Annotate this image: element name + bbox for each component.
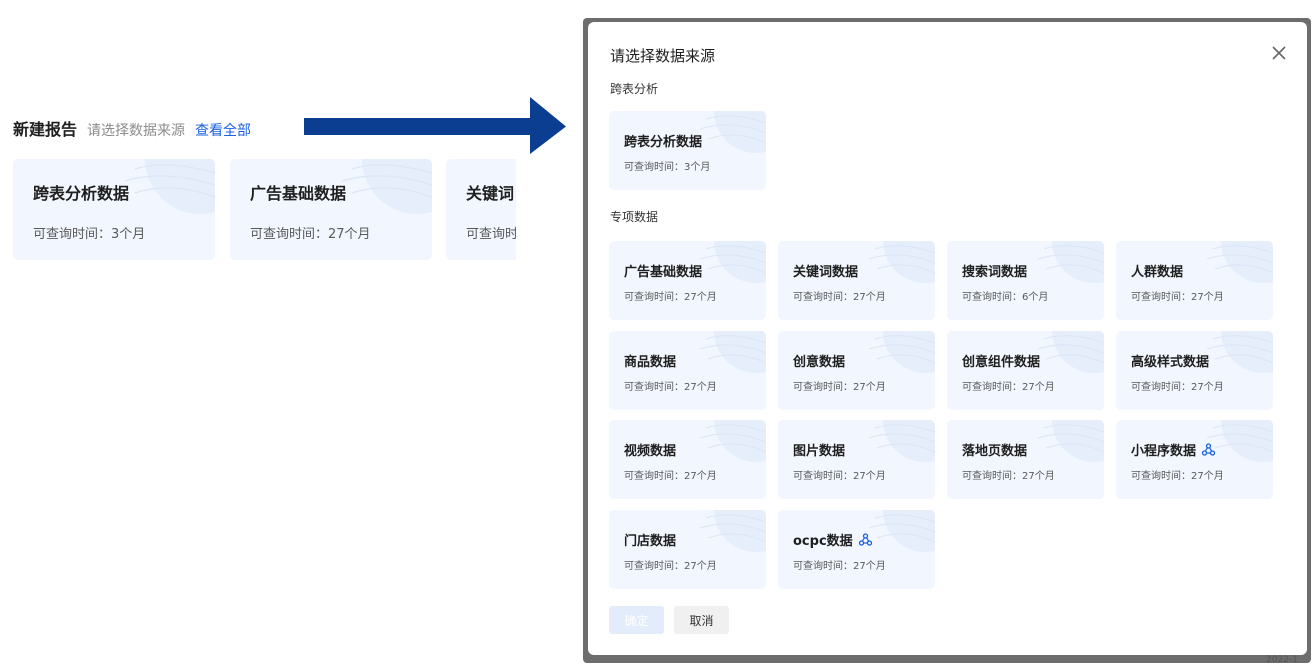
- card-title: 创意组件数据: [962, 351, 1040, 370]
- card-title: 视频数据: [624, 440, 676, 459]
- new-report-title: 新建报告: [13, 120, 78, 139]
- left-card-cross-analysis[interactable]: 跨表分析数据 可查询时间：3个月: [13, 159, 215, 260]
- card-title-text: 跨表分析数据: [624, 135, 703, 150]
- card-title-text: 搜索词数据: [962, 265, 1028, 280]
- wave-decoration-icon: [868, 241, 935, 283]
- card-meta: 可查询时间：27个月: [793, 292, 886, 303]
- card-title: 高级样式数据: [1131, 351, 1209, 370]
- card-meta: 可查询时间：3个月: [624, 162, 711, 173]
- card-title-text: 门店数据: [624, 533, 677, 549]
- card-meta: 可查询时间：27个月: [250, 227, 371, 242]
- data-source-card[interactable]: 视频数据可查询时间：27个月: [609, 420, 766, 499]
- left-card-keyword[interactable]: 关键词 可查询时: [446, 159, 516, 260]
- data-source-card[interactable]: 关键词数据可查询时间：27个月: [778, 241, 935, 320]
- card-title: 小程序数据: [1131, 440, 1216, 459]
- card-title-text: 创意数据: [793, 354, 846, 370]
- card-meta: 可查询时间：27个月: [624, 292, 717, 303]
- card-title: 搜索词数据: [962, 261, 1027, 280]
- data-source-card[interactable]: 落地页数据可查询时间：27个月: [947, 420, 1104, 499]
- card-meta: 可查询时间：27个月: [793, 560, 886, 572]
- select-source-modal: 请选择数据来源 跨表分析 跨表分析数据 可查询时间：3个月 专项数据 广告基础数…: [588, 22, 1307, 655]
- view-all-link[interactable]: 查看全部: [195, 123, 252, 139]
- card-title-text: 图片数据: [793, 444, 846, 459]
- card-title: 创意数据: [793, 351, 845, 370]
- card-title-text: 高级样式数据: [1131, 354, 1210, 370]
- card-meta: 可查询时间：27个月: [962, 381, 1055, 393]
- card-meta: 可查询时间：6个月: [962, 292, 1049, 303]
- card-title: 关键词: [466, 184, 515, 203]
- card-meta: 可查询时间：27个月: [1131, 471, 1224, 482]
- card-title-text: ocpc数据: [793, 533, 853, 549]
- data-source-card[interactable]: ocpc数据可查询时间：27个月: [778, 509, 935, 589]
- wave-decoration-icon: [1206, 241, 1273, 283]
- wave-decoration-icon: [699, 420, 766, 462]
- background-edge-text: 2022-1: [1266, 655, 1298, 665]
- new-report-subtitle: 请选择数据来源: [87, 123, 186, 139]
- card-meta: 可查询时间：27个月: [793, 381, 886, 393]
- card-meta: 可查询时间：27个月: [1131, 381, 1224, 393]
- new-report-header: 新建报告 请选择数据来源 查看全部: [13, 116, 251, 142]
- section-label-cross: 跨表分析: [610, 82, 659, 96]
- wave-decoration-icon: [1037, 241, 1104, 283]
- card-title: 跨表分析数据: [33, 184, 130, 203]
- card-title: 关键词数据: [793, 261, 858, 280]
- card-title-text: 关键词数据: [793, 265, 859, 280]
- section-label-special: 专项数据: [610, 210, 659, 224]
- card-title: 广告基础数据: [250, 184, 347, 203]
- confirm-button[interactable]: 确定: [609, 606, 664, 634]
- data-source-card[interactable]: 图片数据可查询时间：27个月: [778, 420, 935, 499]
- card-title-text: 商品数据: [624, 354, 677, 370]
- share-tree-icon: [1202, 443, 1216, 456]
- card-cross-analysis[interactable]: 跨表分析数据 可查询时间：3个月: [609, 111, 766, 190]
- data-source-card[interactable]: 商品数据可查询时间：27个月: [609, 330, 766, 410]
- data-source-card[interactable]: 人群数据可查询时间：27个月: [1116, 241, 1273, 320]
- card-title: 门店数据: [624, 530, 676, 549]
- card-title: 跨表分析数据: [624, 131, 702, 150]
- card-title: ocpc数据: [793, 530, 872, 549]
- close-icon[interactable]: [1268, 42, 1290, 64]
- wave-decoration-icon: [1037, 420, 1104, 462]
- wave-decoration-icon: [699, 509, 766, 552]
- card-meta: 可查询时间：27个月: [1131, 292, 1224, 303]
- card-title: 广告基础数据: [624, 261, 702, 280]
- card-title-text: 落地页数据: [962, 444, 1028, 459]
- data-source-card[interactable]: 创意组件数据可查询时间：27个月: [947, 330, 1104, 410]
- data-source-card[interactable]: 搜索词数据可查询时间：6个月: [947, 241, 1104, 320]
- card-title: 商品数据: [624, 351, 676, 370]
- modal-title: 请选择数据来源: [610, 47, 716, 65]
- card-title: 人群数据: [1131, 261, 1183, 280]
- card-meta: 可查询时间：27个月: [624, 560, 717, 572]
- left-card-ad-basic[interactable]: 广告基础数据 可查询时间：27个月: [230, 159, 432, 260]
- cancel-button[interactable]: 取消: [674, 606, 729, 634]
- data-source-card[interactable]: 高级样式数据可查询时间：27个月: [1116, 330, 1273, 410]
- card-meta: 可查询时间：27个月: [624, 471, 717, 482]
- card-title-text: 人群数据: [1131, 265, 1184, 280]
- card-title: 图片数据: [793, 440, 845, 459]
- data-source-card[interactable]: 广告基础数据可查询时间：27个月: [609, 241, 766, 320]
- share-tree-icon: [858, 532, 872, 546]
- card-title-text: 小程序数据: [1131, 444, 1197, 459]
- card-meta: 可查询时间：27个月: [962, 471, 1055, 482]
- card-title-text: 视频数据: [624, 444, 677, 459]
- wave-decoration-icon: [868, 330, 935, 373]
- card-meta: 可查询时间：27个月: [793, 471, 886, 482]
- card-title-text: 创意组件数据: [962, 354, 1041, 370]
- data-source-card[interactable]: 创意数据可查询时间：27个月: [778, 330, 935, 410]
- wave-decoration-icon: [699, 330, 766, 373]
- card-meta: 可查询时间：27个月: [624, 381, 717, 393]
- card-meta: 可查询时: [466, 227, 516, 242]
- right-arrow-icon: [304, 97, 566, 154]
- left-card-strip: 跨表分析数据 可查询时间：3个月 广告基础数据 可查询时间：27个月 关键词 可…: [13, 159, 516, 261]
- data-source-card[interactable]: 小程序数据可查询时间：27个月: [1116, 420, 1273, 499]
- wave-decoration-icon: [868, 420, 935, 462]
- card-title: 落地页数据: [962, 440, 1027, 459]
- data-source-card[interactable]: 门店数据可查询时间：27个月: [609, 509, 766, 589]
- card-title-text: 广告基础数据: [624, 265, 703, 280]
- card-meta: 可查询时间：3个月: [33, 227, 146, 242]
